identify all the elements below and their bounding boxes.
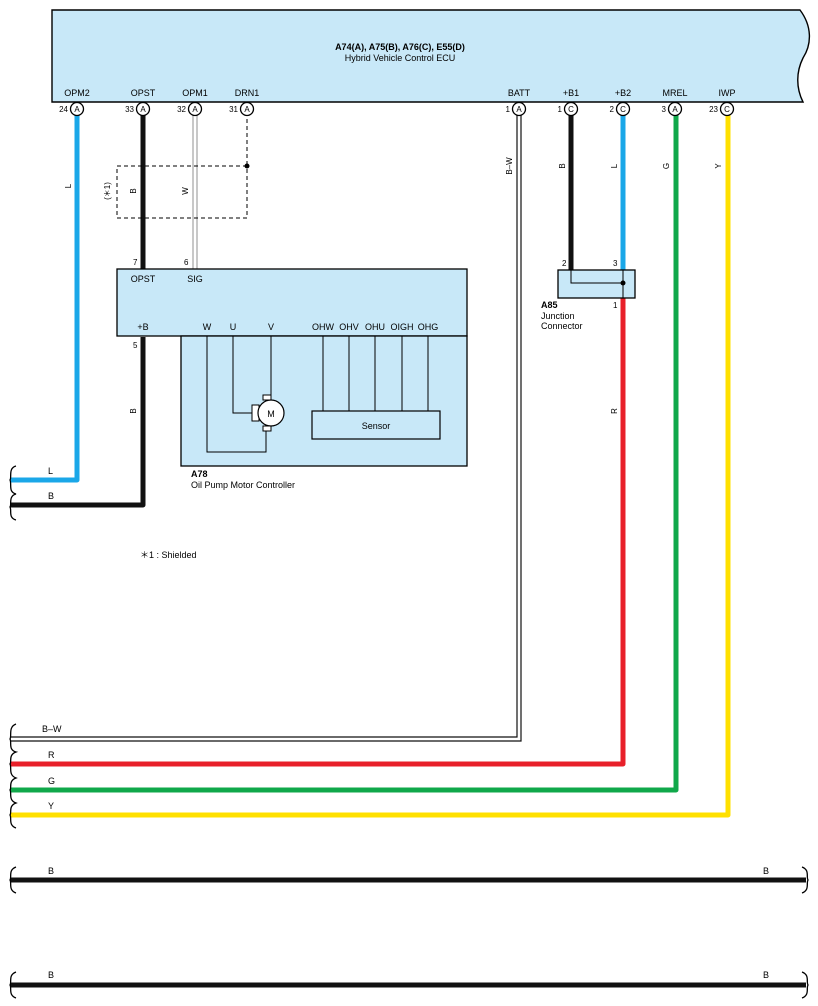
left-label-r: R xyxy=(48,750,55,760)
junction-pin-left: 2 xyxy=(562,259,567,268)
left-label-l: L xyxy=(48,466,53,476)
terminal-num-b1: 1 xyxy=(558,105,563,114)
terminal-num-b2: 2 xyxy=(610,105,615,114)
controller-plus-b-num: 5 xyxy=(133,341,138,350)
terminal-label-iwp: IWP xyxy=(719,88,736,98)
terminal-label-batt: BATT xyxy=(508,88,531,98)
wires xyxy=(10,112,806,988)
motor-icon: M xyxy=(251,394,285,432)
connector-opst: A xyxy=(140,105,146,114)
junction-pin-right: 3 xyxy=(613,259,618,268)
sensor-pin-ohv: OHV xyxy=(339,322,359,332)
wire-label-b2: L xyxy=(610,163,619,168)
junction-id: A85 xyxy=(541,300,558,310)
junction-name-1: Junction xyxy=(541,311,575,321)
wire-label-opm1: W xyxy=(181,187,190,195)
terminal-label-opm1: OPM1 xyxy=(182,88,208,98)
wire-label-iwp: Y xyxy=(714,163,723,169)
terminal-num-iwp: 23 xyxy=(709,105,718,114)
sensor-pin-ohu: OHU xyxy=(365,322,385,332)
controller-pin-num-opst: 7 xyxy=(133,258,138,267)
left-label-g: G xyxy=(48,776,55,786)
shield-marker: (＊1) xyxy=(103,182,112,200)
junction-pin-bottom: 1 xyxy=(613,301,618,310)
wire-color-labels: L B W (＊1) B B–W B L G Y R xyxy=(64,157,723,414)
ground-bus-1-left: B xyxy=(48,866,54,876)
sensor-pin-ohw: OHW xyxy=(312,322,335,332)
wire-label-junction-out: R xyxy=(610,408,619,414)
terminal-label-mrel: MREL xyxy=(662,88,687,98)
controller-pin-sig: SIG xyxy=(187,274,203,284)
left-label-y: Y xyxy=(48,801,54,811)
controller-pin-num-sig: 6 xyxy=(184,258,189,267)
left-label-b: B xyxy=(48,491,54,501)
sensor-pin-oigh: OIGH xyxy=(390,322,413,332)
wire-motor-b xyxy=(10,337,146,508)
wire-mrel xyxy=(10,112,679,793)
junction-name-2: Connector xyxy=(541,321,583,331)
ecu-connectors: 24 A 33 A 32 A 31 A 1 A 1 C 2 C 3 A 23 C xyxy=(59,101,735,117)
ground-bus-1-right: B xyxy=(763,866,769,876)
connector-opm1: A xyxy=(192,105,198,114)
ground-bus-2-left: B xyxy=(48,970,54,980)
terminal-label-opm2: OPM2 xyxy=(64,88,90,98)
terminal-label-drn1: DRN1 xyxy=(235,88,260,98)
connector-mrel: A xyxy=(672,105,678,114)
motor-pin-v: V xyxy=(268,322,274,332)
terminal-num-opm1: 32 xyxy=(177,105,186,114)
left-label-bw: B–W xyxy=(42,724,62,734)
terminal-label-b2: +B2 xyxy=(615,88,631,98)
sensor-label: Sensor xyxy=(362,421,391,431)
ecu-name: Hybrid Vehicle Control ECU xyxy=(345,53,456,63)
controller-plus-b: +B xyxy=(137,322,148,332)
ecu-terminal-labels: OPM2 OPST OPM1 DRN1 BATT +B1 +B2 MREL IW… xyxy=(64,88,735,98)
terminal-num-opst: 33 xyxy=(125,105,134,114)
controller-id: A78 xyxy=(191,469,208,479)
controller-name: Oil Pump Motor Controller xyxy=(191,480,295,490)
wire-label-b1: B xyxy=(558,163,567,168)
terminal-num-mrel: 3 xyxy=(662,105,667,114)
connector-opm2: A xyxy=(74,105,80,114)
terminal-num-opm2: 24 xyxy=(59,105,68,114)
wire-label-mrel: G xyxy=(662,163,671,169)
sensor-pin-ohg: OHG xyxy=(418,322,439,332)
connector-iwp: C xyxy=(724,105,730,114)
wire-label-opm2: L xyxy=(64,183,73,188)
wire-label-shield: B xyxy=(129,188,138,193)
shield-note: ＊1 : Shielded xyxy=(140,550,197,560)
continuation-brackets xyxy=(9,465,809,999)
junction-connector-a85: 2 3 1 A85 Junction Connector xyxy=(541,259,636,331)
motor-pin-u: U xyxy=(230,322,237,332)
wire-batt-outer xyxy=(10,112,518,738)
terminal-num-batt: 1 xyxy=(506,105,511,114)
wire-iwp xyxy=(10,112,731,818)
ecu-ids: A74(A), A75(B), A76(C), E55(D) xyxy=(335,42,465,52)
terminal-label-b1: +B1 xyxy=(563,88,579,98)
motor-pin-w: W xyxy=(203,322,212,332)
controller-a78: 7 6 OPST SIG +B 5 W U V M OHW OHV OHU OI… xyxy=(116,258,468,490)
motor-label: M xyxy=(267,409,275,419)
terminal-num-drn1: 31 xyxy=(229,105,238,114)
terminal-label-opst: OPST xyxy=(131,88,156,98)
connector-b2: C xyxy=(620,105,626,114)
connector-batt: A xyxy=(516,105,522,114)
sensor-box xyxy=(311,410,441,440)
wire-label-motor-b: B xyxy=(129,408,138,413)
shield-box xyxy=(116,165,248,219)
ground-bus-2-right: B xyxy=(763,970,769,980)
ecu-box: A74(A), A75(B), A76(C), E55(D) Hybrid Ve… xyxy=(51,9,811,103)
wire-junction-out xyxy=(10,298,626,767)
connector-drn1: A xyxy=(244,105,250,114)
wire-label-batt: B–W xyxy=(505,157,514,175)
connector-b1: C xyxy=(568,105,574,114)
controller-pin-opst: OPST xyxy=(131,274,156,284)
left-output-labels: L B B–W R G Y B B B B xyxy=(42,466,769,980)
wire-batt-inner xyxy=(10,112,522,742)
wire-opm2 xyxy=(10,112,80,483)
